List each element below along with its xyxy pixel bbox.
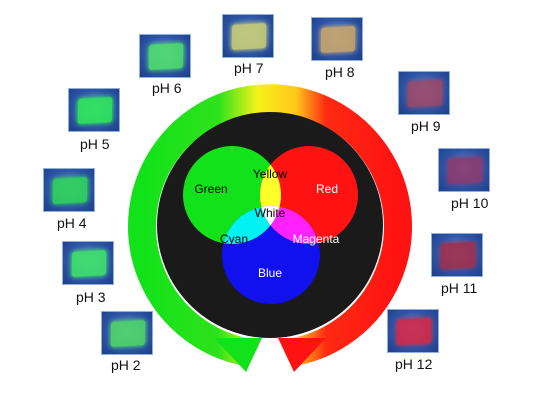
film-sample [407,80,443,107]
film-sample [447,157,483,184]
venn-label-red: Red [316,182,338,196]
label-ph11: pH 11 [441,280,478,296]
green-arrowhead [214,338,262,372]
film-sample [110,320,146,347]
label-ph10: pH 10 [451,195,489,211]
label-ph2: pH 2 [111,357,141,373]
film-sample [440,242,476,269]
sample-photo-ph12 [387,309,439,353]
label-ph12: pH 12 [395,356,433,372]
sample-photo-ph6 [139,34,191,78]
label-ph8: pH 8 [325,64,355,80]
film-sample [52,177,88,204]
film-sample [148,43,184,70]
magenta-overlap [260,206,320,244]
film-sample [396,318,432,345]
film-sample [231,23,267,50]
film-sample [71,250,107,277]
label-ph7: pH 7 [234,60,264,76]
label-ph4: pH 4 [57,215,87,231]
venn-diagram: Green Yellow Red White Cyan Magenta Blue [183,146,358,304]
film-sample [77,97,113,124]
ph-gradient-arrow-ring [128,84,412,366]
venn-label-blue: Blue [258,266,282,280]
sample-photo-ph2 [101,311,153,355]
sample-photo-ph5 [68,88,120,132]
venn-label-cyan: Cyan [220,232,248,246]
label-ph6: pH 6 [152,80,182,96]
sample-photo-ph8 [311,17,363,61]
label-ph9: pH 9 [411,118,441,134]
film-sample [320,26,356,53]
sample-photo-ph4 [43,168,95,212]
venn-label-green: Green [194,182,227,196]
cyan-overlap [222,206,281,244]
sample-photo-ph9 [398,71,450,115]
red-arrowhead [278,338,326,372]
sample-photo-ph7 [222,14,274,58]
venn-label-magenta: Magenta [293,232,340,246]
venn-label-white: White [255,206,286,220]
label-ph3: pH 3 [76,289,106,305]
sample-photo-ph10 [438,148,490,192]
sample-photo-ph11 [431,233,483,277]
sample-photo-ph3 [62,241,114,285]
label-ph5: pH 5 [80,136,110,152]
venn-label-yellow: Yellow [253,167,288,181]
